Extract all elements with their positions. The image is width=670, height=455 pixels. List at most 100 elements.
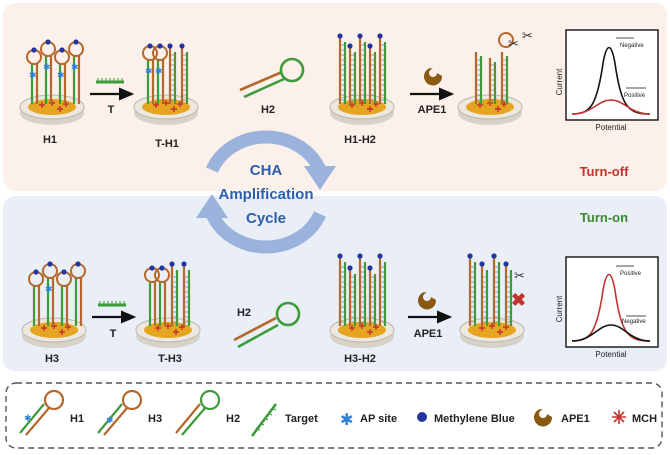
duplex-strand-icon xyxy=(491,253,501,326)
ap-site-star-icon: ✱ xyxy=(57,70,65,80)
mch-cross-icon xyxy=(367,329,373,335)
methylene-blue-dot-icon xyxy=(169,261,175,267)
hairpin-icon xyxy=(498,32,514,48)
methylene-blue-dot-icon xyxy=(59,47,65,53)
cycle-title-line1: CHA xyxy=(250,162,283,179)
ap-site-star-icon: ✱ xyxy=(145,66,153,76)
methylene-blue-dot-icon xyxy=(377,33,383,39)
label-ape1-top: APE1 xyxy=(418,104,447,116)
methylene-blue-dot-icon xyxy=(467,253,473,259)
hairpin-icon: ✱ xyxy=(152,43,168,104)
methylene-blue-dot-icon xyxy=(491,253,497,259)
methylene-blue-dot-icon xyxy=(147,43,153,49)
top-curve-positive-label: Positive xyxy=(624,93,646,99)
hairpin-icon xyxy=(28,269,44,326)
methylene-blue-dot-icon xyxy=(61,269,67,275)
duplex-strand-icon xyxy=(479,261,489,326)
svg-text:✱: ✱ xyxy=(24,413,32,423)
duplex-strand-icon xyxy=(347,43,357,104)
legend-mch-label: MCH xyxy=(632,413,657,425)
hairpin-icon xyxy=(239,57,305,99)
label-t-top: T xyxy=(108,104,115,116)
bottom-y-axis-label: Current xyxy=(555,295,564,322)
mch-cross-icon xyxy=(349,102,355,108)
ape1-enzyme-icon xyxy=(424,68,443,86)
mch-cross-icon xyxy=(39,102,45,108)
methylene-blue-dot-icon xyxy=(357,253,363,259)
methylene-blue-dot-icon xyxy=(179,43,185,49)
mch-cross-icon xyxy=(155,325,161,331)
duplex-strand-icon xyxy=(337,253,347,326)
legend-mch-icon xyxy=(612,410,626,424)
mch-cross-icon xyxy=(59,329,65,335)
methylene-blue-dot-icon xyxy=(159,265,165,271)
hairpin-icon: ✱ xyxy=(68,39,84,104)
legend-target-label: Target xyxy=(285,413,318,425)
hairpin-icon: ✱ xyxy=(26,47,42,104)
methylene-blue-dot-icon xyxy=(479,261,485,267)
top-curve-negative xyxy=(571,46,651,115)
cycle-title-line3: Cycle xyxy=(246,210,286,227)
methylene-blue-dot-icon xyxy=(357,33,363,39)
top-voltammogram: Negative Positive Current Potential xyxy=(555,29,659,132)
hairpin-icon: ✱ xyxy=(40,39,56,104)
duplex-strand-icon xyxy=(377,253,387,326)
top-y-axis-label: Current xyxy=(555,68,564,95)
methylene-blue-dot-icon xyxy=(167,43,173,49)
hairpin-icon: ✱ xyxy=(142,43,158,104)
bottom-curve-negative xyxy=(571,324,651,342)
methylene-blue-dot-icon xyxy=(367,43,373,49)
methylene-blue-dot-icon xyxy=(347,43,353,49)
duplex-strand-icon xyxy=(367,265,377,326)
ap-site-star-icon: ✱ xyxy=(155,66,163,76)
hairpin-icon xyxy=(56,269,72,326)
methylene-blue-dot-icon xyxy=(503,261,509,267)
methylene-blue-dot-icon xyxy=(181,261,187,267)
hairpin-icon: ✱ xyxy=(54,47,70,104)
methylene-blue-dot-icon xyxy=(75,261,81,267)
ap-site-star-icon: ✱ xyxy=(45,284,53,294)
cycle-arrows-icon xyxy=(196,130,336,254)
methylene-blue-dot-icon xyxy=(367,265,373,271)
cycle-title-line2: Amplification xyxy=(218,186,313,203)
scissors-icon: ✂ xyxy=(508,36,519,51)
methylene-blue-dot-icon xyxy=(47,261,53,267)
top-curve-positive xyxy=(571,99,651,115)
duplex-strand-icon xyxy=(500,52,509,104)
turn-off-label: Turn-off xyxy=(580,164,630,179)
legend-ap-site-label: AP site xyxy=(360,413,397,425)
bottom-curve-negative-label: Negative xyxy=(622,319,646,325)
duplex-strand-icon xyxy=(467,253,477,326)
methylene-blue-dot-icon xyxy=(33,269,39,275)
duplex-strand-icon xyxy=(357,253,367,326)
legend-ape1-label: APE1 xyxy=(561,413,590,425)
duplex-strand-icon xyxy=(337,33,347,104)
svg-text:✱: ✱ xyxy=(106,415,114,425)
legend-ap-site-icon: ✱ xyxy=(340,412,353,429)
dna-strands: ✱✱✱✱✱✱✱ xyxy=(26,32,514,326)
mch-cross-icon xyxy=(173,329,179,335)
methylene-blue-dot-icon xyxy=(45,39,51,45)
mch-cross-icon xyxy=(179,324,185,330)
ap-site-star-icon: ✱ xyxy=(43,62,51,72)
legend-h3-icon: ✱ xyxy=(97,389,143,436)
duplex-strand-icon xyxy=(347,265,357,326)
ap-site-star-icon: ✱ xyxy=(71,62,79,72)
mch-cross-icon xyxy=(367,106,373,112)
legend: ✱ H1 ✱ H3 H2 Target ✱ AP site Methylene … xyxy=(19,389,657,437)
methylene-blue-dot-icon xyxy=(73,39,79,45)
methylene-blue-dot-icon xyxy=(377,253,383,259)
duplex-strand-icon xyxy=(474,52,483,104)
methylene-blue-dot-icon xyxy=(31,47,37,53)
label-h2-top: H2 xyxy=(261,104,275,116)
legend-methylene-blue-icon xyxy=(417,412,427,422)
legend-target-icon xyxy=(250,403,278,437)
label-t-bottom: T xyxy=(110,328,117,340)
duplex-strand-icon xyxy=(179,43,189,104)
bottom-x-axis-label: Potential xyxy=(595,350,626,359)
cross-mark-icon: ✖ xyxy=(511,290,526,310)
mch-cross-icon xyxy=(497,329,503,335)
hairpin-icon xyxy=(154,265,170,326)
